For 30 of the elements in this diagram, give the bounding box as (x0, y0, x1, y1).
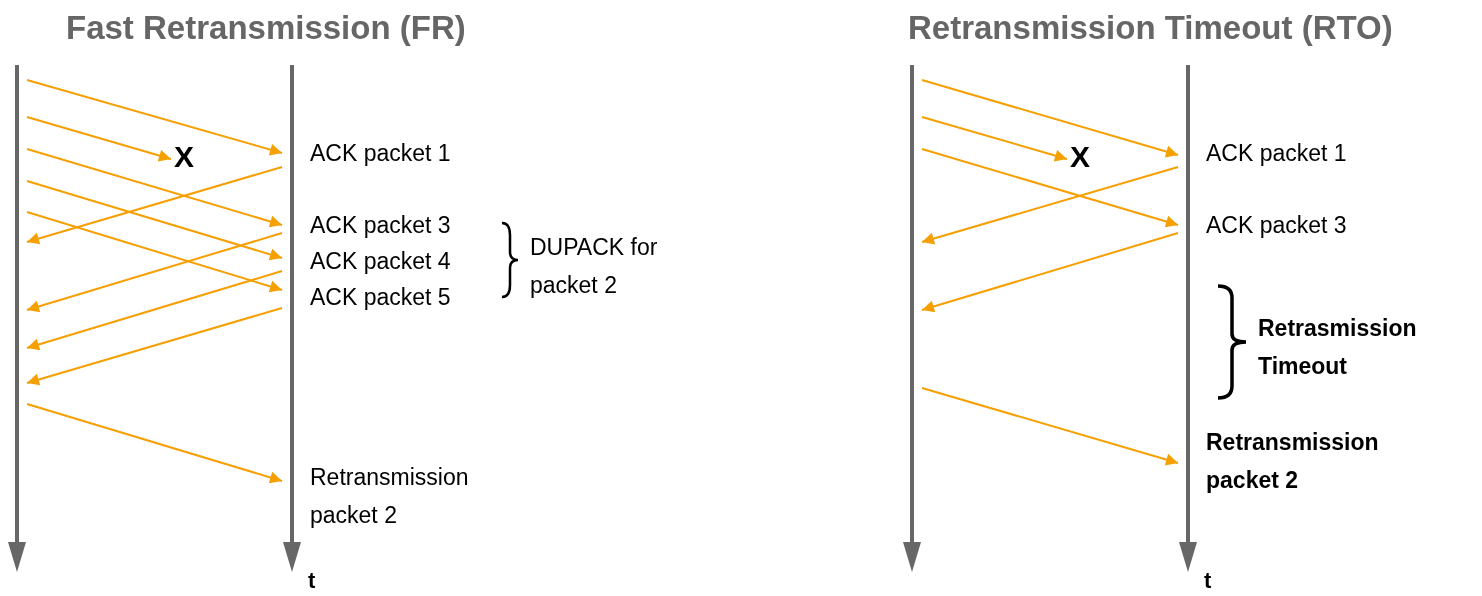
heading: Fast Retransmission (FR) (66, 8, 467, 48)
packet-arrow (26, 270, 283, 351)
ack-label: ACK packet 1 (310, 139, 452, 168)
packet-arrow (26, 211, 283, 293)
note: Retransmission packet 2 (310, 463, 470, 530)
packet-arrow (921, 116, 1068, 162)
heading: Retransmission Timeout (RTO) (908, 8, 1394, 48)
ack-label: ACK packet 1 (1206, 139, 1348, 168)
note: DUPACK for packet 2 (530, 233, 659, 300)
packet-arrow (26, 232, 283, 313)
packet-arrow (921, 148, 1179, 228)
packet-arrow (921, 232, 1179, 313)
packet-arrow (921, 387, 1179, 466)
ack-label: ACK packet 3 (1206, 211, 1348, 240)
ack-label: ACK packet 4 (310, 247, 452, 276)
note: Retransmission packet 2 (1206, 428, 1380, 495)
packet-arrow (26, 116, 172, 162)
axis-label: t (308, 567, 317, 595)
note: Retrasmission Timeout (1258, 314, 1418, 381)
packet-arrow (921, 166, 1179, 245)
packet-arrow (26, 307, 283, 386)
packet-arrow (26, 148, 283, 228)
packet-arrow (26, 79, 283, 156)
packet-arrow (26, 403, 283, 484)
packet-arrow (921, 79, 1179, 158)
axis-label: t (1204, 567, 1213, 595)
packet-arrow (26, 166, 283, 245)
packet-arrow (26, 180, 283, 261)
ack-label: ACK packet 3 (310, 211, 452, 240)
ack-label: ACK packet 5 (310, 283, 452, 312)
